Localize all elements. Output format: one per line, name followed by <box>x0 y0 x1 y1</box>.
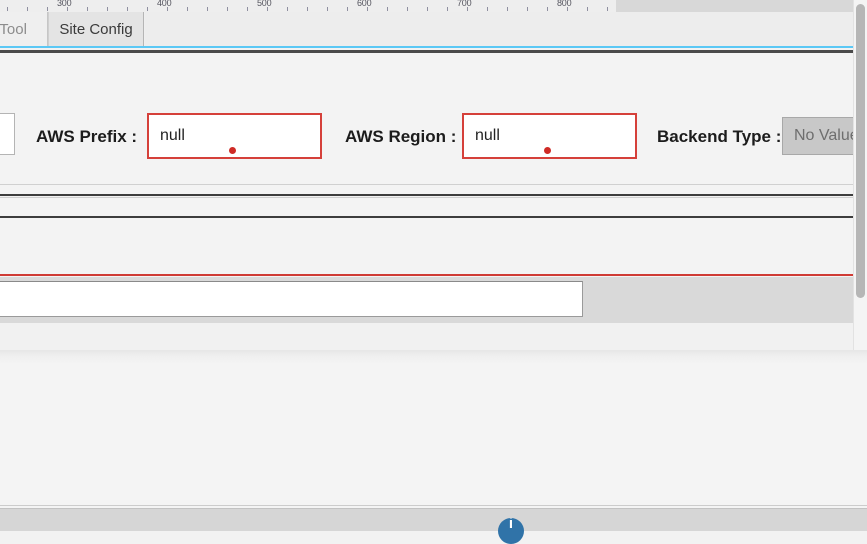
ruler-minor-tick <box>467 7 468 11</box>
partial-input-left[interactable] <box>0 113 15 155</box>
backend-type-label: Backend Type : <box>657 127 782 146</box>
tab-site-config-label: Site Config <box>59 20 133 38</box>
ruler-minor-tick <box>247 7 248 11</box>
ruler-minor-tick <box>327 7 328 11</box>
below-tool-strip <box>0 323 853 351</box>
info-badge-glyph: i <box>508 518 514 532</box>
section-band-1 <box>0 185 853 194</box>
section-divider-2 <box>0 216 853 218</box>
section-band-2 <box>0 198 853 216</box>
ruler-minor-tick <box>487 7 488 11</box>
aws-prefix-value: null <box>160 127 185 144</box>
ruler-minor-tick <box>507 7 508 11</box>
ruler-minor-tick <box>367 7 368 11</box>
backend-type-value: No Value <box>794 127 859 144</box>
section-divider-1 <box>0 194 853 196</box>
vertical-scrollbar-thumb[interactable] <box>856 4 865 298</box>
ruler-minor-tick <box>447 7 448 11</box>
aws-region-label: AWS Region : <box>345 127 457 146</box>
ruler-label: 700 <box>457 0 472 8</box>
ruler-minor-tick <box>587 7 588 11</box>
ruler-label: 800 <box>557 0 572 8</box>
tab-bar: y Tool Site Config <box>0 12 867 48</box>
horizontal-ruler: 300 400 500 600 700 800 <box>0 0 867 12</box>
aws-prefix-error-dot <box>229 147 236 154</box>
ruler-minor-tick <box>547 7 548 11</box>
bottom-status-bar <box>0 508 867 531</box>
ruler-label: 400 <box>157 0 172 8</box>
aws-region-value: null <box>475 127 500 144</box>
ruler-minor-tick <box>527 7 528 11</box>
page-body <box>0 350 867 508</box>
ruler-minor-tick <box>567 7 568 11</box>
ruler-minor-tick <box>87 7 88 11</box>
info-badge-icon[interactable]: i <box>498 518 524 544</box>
ruler-minor-tick <box>127 7 128 11</box>
tab-site-config[interactable]: Site Config <box>48 12 144 46</box>
ruler-minor-tick <box>187 7 188 11</box>
ruler-minor-tick <box>227 7 228 11</box>
ruler-minor-tick <box>7 7 8 11</box>
ruler-label: 600 <box>357 0 372 8</box>
ruler-minor-tick <box>347 7 348 11</box>
ruler-active-track <box>0 0 616 12</box>
ruler-minor-tick <box>27 7 28 11</box>
ruler-minor-tick <box>47 7 48 11</box>
tab-bar-empty-area <box>145 12 867 46</box>
tab-query-tool-label: y Tool <box>0 20 27 38</box>
panel-top-divider <box>0 50 853 53</box>
ruler-minor-tick <box>67 7 68 11</box>
ruler-minor-tick <box>207 7 208 11</box>
backend-type-input[interactable]: No Value <box>782 117 867 155</box>
ruler-minor-tick <box>267 7 268 11</box>
ruler-minor-tick <box>407 7 408 11</box>
ruler-inactive-track <box>616 0 867 12</box>
config-form-row <box>0 53 853 185</box>
ruler-label: 500 <box>257 0 272 8</box>
ruler-label: 300 <box>57 0 72 8</box>
bottom-separator <box>0 505 867 506</box>
ruler-minor-tick <box>607 7 608 11</box>
section-band-3 <box>0 218 853 274</box>
tab-query-tool[interactable]: y Tool <box>0 12 48 46</box>
search-input[interactable] <box>0 281 583 317</box>
section-divider-1-hairline <box>0 197 853 198</box>
ruler-minor-tick <box>147 7 148 11</box>
ruler-minor-tick <box>387 7 388 11</box>
ruler-minor-tick <box>427 7 428 11</box>
aws-region-error-dot <box>544 147 551 154</box>
aws-prefix-label: AWS Prefix : <box>36 127 138 146</box>
alert-divider-red <box>0 274 853 276</box>
ruler-minor-tick <box>307 7 308 11</box>
ruler-minor-tick <box>287 7 288 11</box>
ruler-minor-tick <box>167 7 168 11</box>
ruler-minor-tick <box>107 7 108 11</box>
